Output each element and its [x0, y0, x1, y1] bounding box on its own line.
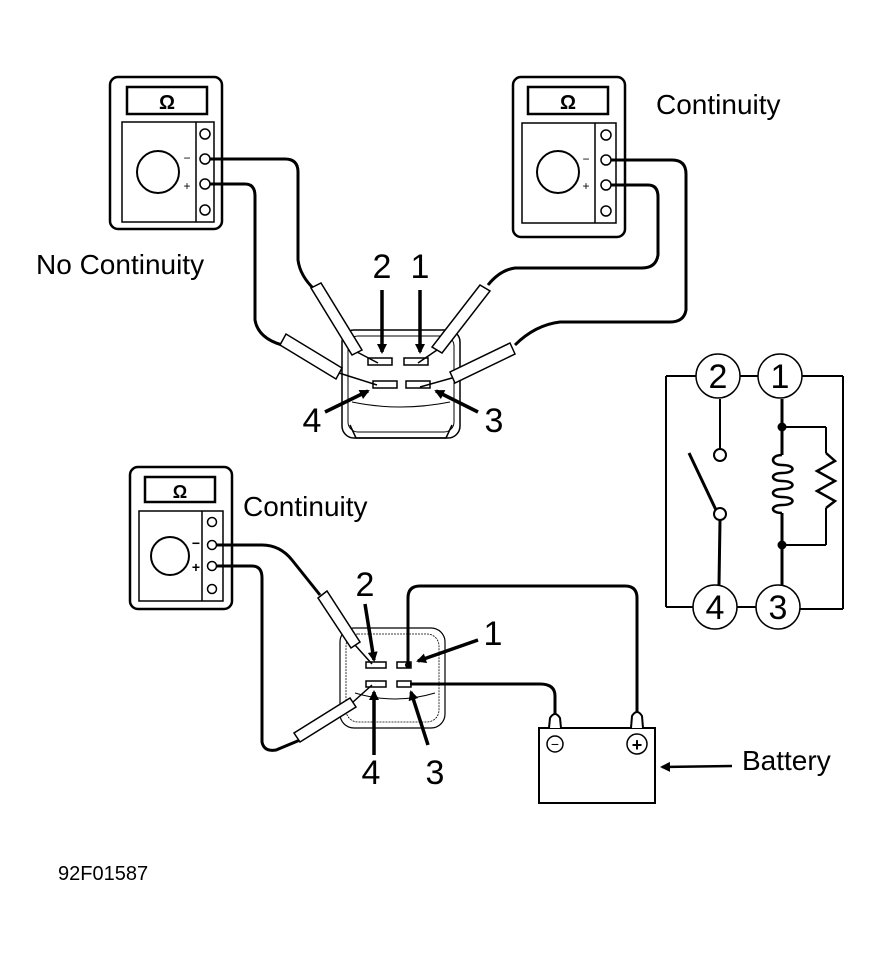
svg-text:+: + — [632, 735, 643, 755]
svg-text:−: − — [582, 152, 589, 166]
svg-text:−: − — [183, 151, 190, 165]
svg-text:−: − — [192, 535, 200, 551]
pin-label-3-bottom: 3 — [426, 754, 445, 792]
ohmmeter-3: Ω − + — [128, 465, 234, 611]
meter1-leads — [210, 157, 317, 347]
pin-label-2: 2 — [373, 248, 392, 286]
svg-text:+: + — [192, 559, 200, 575]
pin-label-4-bottom: 4 — [362, 754, 381, 792]
svg-text:+: + — [183, 179, 190, 193]
ohm-icon: Ω — [173, 482, 187, 502]
svg-text:+: + — [582, 179, 589, 193]
negative-terminal-icon — [546, 735, 564, 753]
schematic-terminal-1: 1 — [771, 358, 790, 396]
battery-arrow — [660, 761, 733, 772]
battery-label: Battery — [742, 745, 831, 776]
no-continuity-label: No Continuity — [36, 249, 204, 280]
continuity-label-top: Continuity — [656, 89, 781, 120]
ohm-icon: Ω — [159, 92, 175, 114]
ohmmeter-2: Ω − + — [511, 75, 627, 239]
figure-id: 92F01587 — [58, 863, 148, 885]
relay-connector-bottom — [339, 627, 446, 729]
continuity-label-bottom: Continuity — [243, 491, 368, 522]
pin1-wire-clip — [405, 662, 411, 668]
schematic-terminal-2: 2 — [709, 358, 728, 396]
pin-label-3: 3 — [485, 402, 504, 440]
battery — [538, 711, 656, 804]
ohmmeter-1: Ω − + — [108, 75, 224, 231]
probes-top — [278, 282, 516, 388]
pin-arrows-top — [324, 290, 479, 414]
pin-arrows-bottom — [363, 603, 479, 755]
meter3-leads — [217, 543, 322, 752]
ohm-icon: Ω — [560, 92, 576, 114]
schematic-terminal-3: 3 — [769, 589, 788, 627]
pin-label-1: 1 — [411, 248, 430, 286]
battery-wires — [406, 584, 639, 722]
probes-bottom — [292, 589, 373, 744]
schematic-terminal-4: 4 — [706, 589, 725, 627]
pin-label-2-bottom: 2 — [356, 566, 375, 604]
pin-label-1-bottom: 1 — [484, 615, 503, 653]
svg-text:−: − — [551, 736, 559, 752]
pin-label-4: 4 — [303, 402, 322, 440]
meter2-leads — [486, 158, 688, 347]
positive-terminal-icon — [626, 733, 648, 755]
relay-schematic — [665, 353, 844, 630]
